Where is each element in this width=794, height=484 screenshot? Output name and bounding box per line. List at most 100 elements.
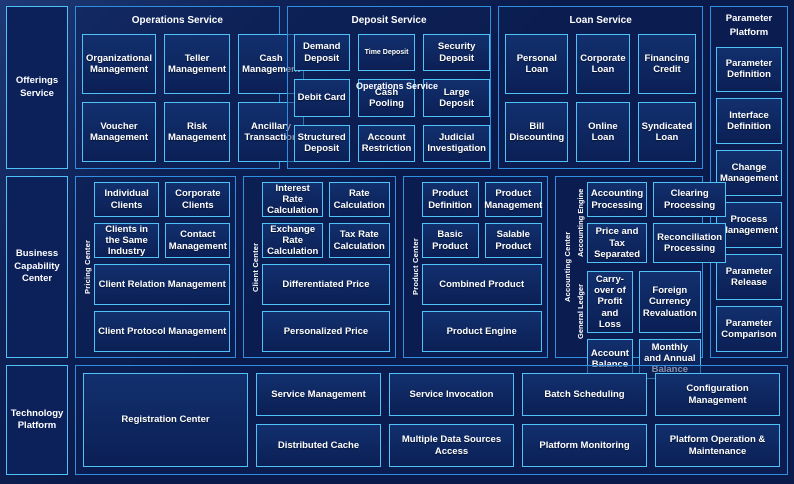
accounting-item[interactable]: Carry-over of Profit and Loss (586, 271, 633, 334)
capability-items: Product Definition Product Management Ba… (421, 182, 542, 352)
capability-panel-product-center[interactable]: Product Center Product Definition Produc… (402, 176, 548, 358)
accounting-item[interactable]: Foreign Currency Revaluation (638, 271, 701, 334)
capability-item[interactable]: Contact Management (165, 223, 231, 258)
capability-row: Interest Rate Calculation Rate Calculati… (262, 182, 390, 217)
capability-item[interactable]: Exchange Rate Calculation (262, 223, 323, 258)
capability-panel-client-center[interactable]: Client Center Interest Rate Calculation … (243, 176, 396, 358)
capability-item[interactable]: Salable Product (484, 223, 542, 258)
service-item[interactable]: Organizational Management (82, 34, 156, 94)
technology-platform-panel[interactable]: Registration Center Service Management S… (75, 365, 788, 475)
parameter-item[interactable]: Parameter Comparison (716, 306, 782, 352)
technology-item[interactable]: Platform Monitoring (522, 424, 647, 467)
capability-item[interactable]: Basic Product (421, 223, 479, 258)
technology-item[interactable]: Service Invocation (389, 373, 514, 416)
capability-item[interactable]: Corporate Clients (165, 182, 231, 217)
parameter-platform-title: Parameter Platform (725, 13, 773, 38)
accounting-groups: Accounting Engine Accounting Processing … (574, 182, 727, 379)
capability-items: Individual Clients Corporate Clients Cli… (94, 182, 231, 352)
technology-item-registration-center[interactable]: Registration Center (83, 373, 248, 467)
service-item[interactable]: Bill Discounting (505, 102, 569, 162)
accounting-item-grid: Accounting Processing Clearing Processin… (586, 182, 727, 263)
accounting-group-label: General Ledger (575, 283, 585, 340)
capability-panel-label: Pricing Center (83, 239, 92, 295)
service-group-title: Operations Service (131, 15, 223, 26)
service-item-grid: Organizational Management Teller Managem… (82, 34, 305, 162)
technology-item[interactable]: Multiple Data Sources Access (389, 424, 514, 467)
accounting-item-grid: Carry-over of Profit and Loss Foreign Cu… (586, 271, 701, 379)
rail-business-capability-center: Business Capability Center (6, 176, 68, 358)
accounting-item[interactable]: Reconciliation Processing (653, 223, 727, 263)
capability-panel-label: Client Center (251, 242, 261, 292)
service-item[interactable]: Judicial Investigation (423, 124, 490, 162)
technology-item[interactable]: Batch Scheduling (522, 373, 647, 416)
service-item[interactable]: Account Restriction (357, 124, 416, 162)
service-group-deposit[interactable]: Deposit Service Demand Deposit Time Depo… (286, 6, 492, 169)
capability-item[interactable]: Client Relation Management (94, 264, 231, 305)
capability-item[interactable]: Product Engine (421, 311, 542, 352)
capability-item[interactable]: Client Protocol Management (94, 311, 231, 352)
service-item[interactable]: Risk Management (163, 102, 231, 162)
capability-panel-label: Product Center (410, 238, 420, 296)
service-item[interactable]: Time Deposit (357, 34, 416, 72)
accounting-item[interactable]: Price and Tax Separated (586, 223, 648, 263)
technology-item[interactable]: Configuration Management (655, 373, 780, 416)
capability-item[interactable]: Clients in the Same Industry (94, 223, 160, 258)
service-item[interactable]: Cash Pooling (357, 79, 416, 117)
capability-row: Exchange Rate Calculation Tax Rate Calcu… (262, 223, 390, 258)
service-group-operations[interactable]: Operations Service Organizational Manage… (75, 6, 438, 169)
parameter-item[interactable]: Change Management (716, 150, 782, 197)
accounting-item[interactable]: Clearing Processing (653, 182, 727, 218)
service-item[interactable]: Demand Deposit (293, 34, 350, 72)
business-capability-row: Business Capability Center Pricing Cente… (6, 176, 788, 379)
parameter-item[interactable]: Process Management (716, 202, 782, 249)
capability-item[interactable]: Individual Clients (94, 182, 160, 217)
accounting-group-label: Accounting Engine (575, 188, 585, 257)
capability-panel-accounting-center[interactable]: Accounting Center Accounting Engine Acco… (554, 176, 727, 379)
capability-item[interactable]: Product Management (484, 182, 542, 217)
technology-item[interactable]: Distributed Cache (256, 424, 381, 467)
service-item[interactable]: Debit Card (293, 79, 350, 117)
capability-row: Product Definition Product Management (421, 182, 542, 217)
capability-items: Interest Rate Calculation Rate Calculati… (262, 182, 390, 352)
service-item[interactable]: Large Deposit (423, 79, 490, 117)
capability-item[interactable]: Combined Product (421, 264, 542, 305)
service-item[interactable]: Personal Loan (505, 34, 569, 94)
accounting-group-general-ledger: General Ledger Carry-over of Profit and … (574, 271, 701, 379)
capability-row: Clients in the Same Industry Contact Man… (94, 223, 231, 258)
capability-item[interactable]: Tax Rate Calculation (328, 223, 390, 258)
parameter-item[interactable]: Parameter Definition (716, 46, 782, 93)
service-item-grid: Demand Deposit Time Deposit Security Dep… (293, 34, 490, 162)
parameter-item[interactable]: Parameter Release (716, 254, 782, 301)
capability-panel-pricing-center[interactable]: Pricing Center Individual Clients Corpor… (75, 176, 237, 358)
capability-panels: Pricing Center Individual Clients Corpor… (75, 176, 788, 379)
capability-item[interactable]: Differentiated Price (262, 264, 390, 305)
service-item[interactable]: Structured Deposit (293, 124, 350, 162)
technology-item[interactable]: Platform Operation & Maintenance (655, 424, 780, 467)
technology-item[interactable]: Service Management (256, 373, 381, 416)
service-item[interactable]: Syndicated Loan (637, 102, 697, 162)
parameter-item[interactable]: Interface Definition (716, 98, 782, 145)
service-item[interactable]: Corporate Loan (576, 34, 630, 94)
service-group-loan[interactable]: Loan Service Personal Loan Corporate Loa… (498, 6, 704, 169)
service-group-title: Deposit Service (351, 15, 427, 26)
capability-item[interactable]: Personalized Price (262, 311, 390, 352)
offerings-service-row: Offerings Service Operations Service Org… (6, 6, 788, 358)
accounting-group-engine: Accounting Engine Accounting Processing … (574, 182, 727, 263)
service-item[interactable]: Voucher Management (82, 102, 156, 162)
capability-row: Basic Product Salable Product (421, 223, 542, 258)
service-item[interactable]: Online Loan (576, 102, 630, 162)
accounting-item[interactable]: Accounting Processing (586, 182, 648, 218)
offerings-service-groups: Operations Service Organizational Manage… (75, 6, 704, 169)
capability-item[interactable]: Rate Calculation (328, 182, 390, 217)
service-item[interactable]: Teller Management (163, 34, 231, 94)
technology-platform-row: Technology Platform Registration Center … (6, 365, 788, 475)
service-item[interactable]: Financing Credit (637, 34, 697, 94)
capability-item[interactable]: Product Definition (421, 182, 479, 217)
capability-row: Individual Clients Corporate Clients (94, 182, 231, 217)
capability-item[interactable]: Interest Rate Calculation (262, 182, 323, 217)
service-item[interactable]: Security Deposit (423, 34, 490, 72)
rail-offerings-service: Offerings Service (6, 6, 68, 169)
service-item-grid: Personal Loan Corporate Loan Financing C… (505, 34, 697, 162)
service-group-title: Loan Service (569, 15, 632, 26)
